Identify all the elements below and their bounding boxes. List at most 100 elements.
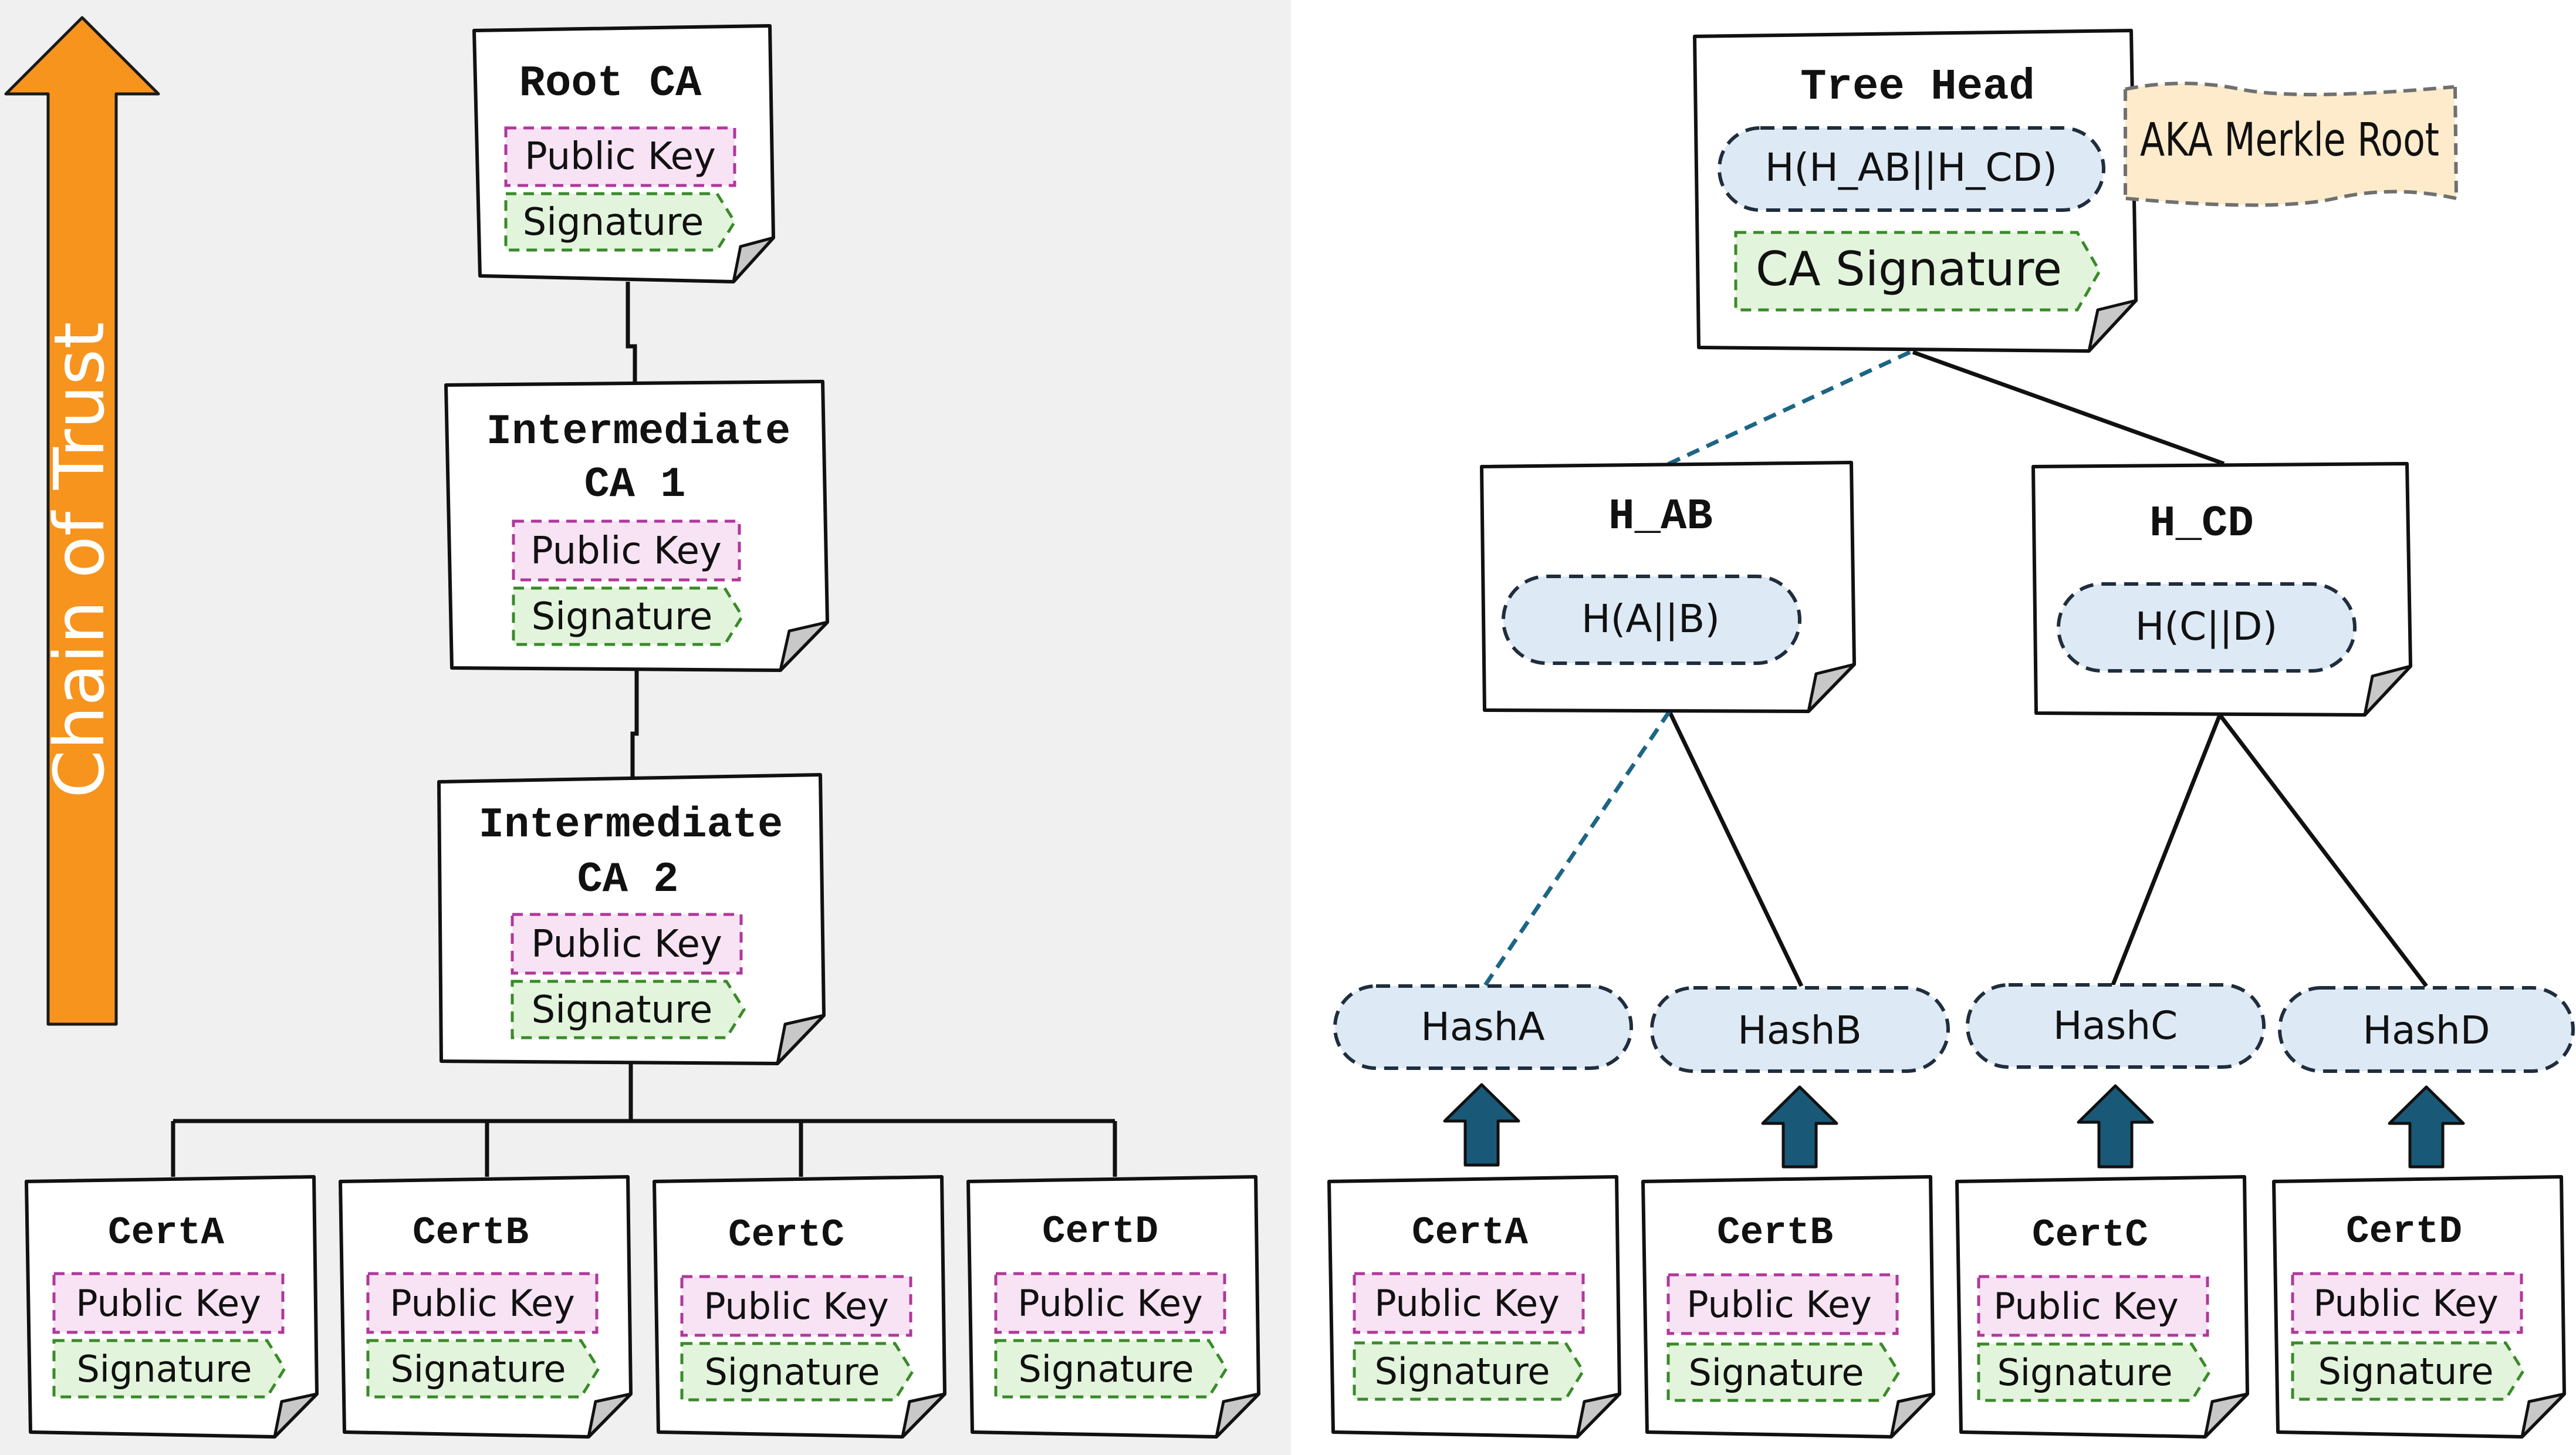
- intermediate-ca1-document: Intermediate CA 1 Public Key Signature: [444, 380, 829, 672]
- int1-public-key-box: [512, 519, 741, 582]
- merkle-edges: [1483, 350, 2428, 988]
- h-cd-hash: H(C||D): [2135, 604, 2278, 649]
- right-cert-d-key-box: [2291, 1272, 2523, 1334]
- right-cert-c-sig-box: [1977, 1342, 2211, 1402]
- right-cert-b: CertB Public Key Signature: [1641, 1175, 1935, 1439]
- left-cert-c-sig-box: [680, 1342, 914, 1402]
- right-cert-c-key-box: [1977, 1275, 2209, 1337]
- left-cert-b-title: CertB: [413, 1211, 529, 1255]
- tree-head-hash-pill: [1718, 126, 2105, 212]
- left-cert-b-key: Public Key: [390, 1282, 575, 1325]
- left-cert-b-sig: Signature: [390, 1348, 566, 1390]
- leaf-hash-d: HashD: [2278, 986, 2575, 1073]
- int2-title-line1: Intermediate: [479, 801, 783, 849]
- left-cert-c-sig: Signature: [704, 1351, 880, 1393]
- leaf-hash-b-label: HashB: [1737, 1008, 1862, 1053]
- leaf-hash-c-label: HashC: [2053, 1003, 2178, 1048]
- right-cert-a-title: CertA: [1412, 1211, 1528, 1255]
- left-cert-b-key-box: [366, 1272, 599, 1334]
- leaf-hash-c: HashC: [1966, 983, 2266, 1069]
- right-cert-d-key: Public Key: [2313, 1282, 2499, 1325]
- right-cert-b-sig-box: [1666, 1342, 1901, 1402]
- left-cert-a-sig-box: [52, 1339, 286, 1399]
- right-cert-a-key-box: [1353, 1272, 1585, 1334]
- right-cert-c-key: Public Key: [1993, 1285, 2179, 1328]
- hierarchy-connectors: [171, 282, 1117, 1177]
- int1-signature: Signature: [532, 595, 713, 639]
- right-cert-b-key: Public Key: [1686, 1283, 1872, 1326]
- int2-signature: Signature: [532, 988, 713, 1032]
- aka-merkle-root-note: AKA Merkle Root: [2124, 82, 2458, 207]
- int2-signature-box: [511, 980, 746, 1039]
- tree-head-document: Tree Head H(H_AB||H_CD) CA Signature: [1693, 29, 2138, 353]
- left-cert-d-sig-box: [994, 1339, 1228, 1399]
- h-cd-document: H_CD H(C||D): [2031, 462, 2412, 717]
- root-public-key-box: [504, 126, 736, 187]
- root-ca-document: Root CA Public Key Signature: [472, 24, 775, 283]
- leaf-hash-b: HashB: [1650, 986, 1950, 1073]
- intermediate-ca2-document: Intermediate CA 2 Public Key Signature: [437, 773, 826, 1065]
- left-cert-b-sig-box: [366, 1339, 600, 1399]
- int2-public-key: Public Key: [531, 923, 722, 966]
- root-public-key: Public Key: [525, 135, 716, 178]
- h-ab-title: H_AB: [1608, 492, 1713, 542]
- h-cd-hash-pill: [2057, 582, 2357, 673]
- right-cert-d: CertD Public Key Signature: [2272, 1175, 2566, 1439]
- tree-head-hash: H(H_AB||H_CD): [1765, 145, 2057, 190]
- left-cert-a-key: Public Key: [76, 1282, 261, 1325]
- leaf-hash-a: HashA: [1333, 984, 1633, 1070]
- int2-title-line2: CA 2: [577, 856, 679, 904]
- left-cert-d-key-box: [994, 1272, 1226, 1334]
- left-cert-a-key-box: [52, 1272, 285, 1334]
- up-arrow-c: [2077, 1084, 2154, 1169]
- aka-merkle-root-text: AKA Merkle Root: [2140, 114, 2439, 167]
- int1-signature-box: [512, 586, 744, 646]
- int1-title-line2: CA 1: [584, 461, 686, 509]
- tree-head-signature-box: [1734, 231, 2101, 312]
- left-cert-c-key: Public Key: [704, 1285, 889, 1328]
- right-cert-a-sig: Signature: [1374, 1350, 1550, 1393]
- int1-public-key: Public Key: [530, 529, 722, 573]
- right-cert-d-sig: Signature: [2318, 1350, 2493, 1393]
- right-cert-d-title: CertD: [2346, 1210, 2462, 1254]
- left-cert-d: CertD Public Key Signature: [966, 1175, 1260, 1439]
- tree-head-signature: CA Signature: [1756, 242, 2062, 296]
- left-cert-b: CertB Public Key Signature: [339, 1175, 633, 1439]
- right-cert-d-sig-box: [2291, 1341, 2525, 1401]
- left-cert-d-sig: Signature: [1018, 1348, 1194, 1390]
- h-ab-document: H_AB H(A||B): [1480, 461, 1856, 713]
- h-ab-hash-pill: [1502, 575, 1801, 665]
- left-cert-d-title: CertD: [1042, 1210, 1158, 1254]
- int1-title-line1: Intermediate: [486, 408, 790, 456]
- right-cert-c-title: CertC: [2032, 1213, 2148, 1257]
- left-cert-d-key: Public Key: [1017, 1282, 1203, 1325]
- right-cert-c: CertC Public Key Signature: [1955, 1175, 2249, 1439]
- right-cert-b-sig: Signature: [1688, 1351, 1864, 1394]
- left-cert-c-key-box: [680, 1275, 912, 1337]
- right-cert-b-title: CertB: [1717, 1211, 1833, 1255]
- right-cert-a: CertA Public Key Signature: [1327, 1175, 1621, 1439]
- up-arrow-a: [1443, 1083, 1520, 1167]
- right-cert-c-sig: Signature: [1997, 1351, 2172, 1394]
- right-cert-b-key-box: [1666, 1273, 1899, 1335]
- tree-head-title: Tree Head: [1800, 63, 2035, 112]
- left-cert-a-title: CertA: [108, 1211, 224, 1255]
- leaf-hash-d-label: HashD: [2362, 1008, 2490, 1053]
- right-cert-a-key: Public Key: [1374, 1282, 1560, 1325]
- chain-of-trust-arrow: Chain of Trust: [4, 16, 160, 1026]
- up-arrow-d: [2388, 1085, 2465, 1169]
- chain-of-trust-label: Chain of Trust: [39, 322, 120, 798]
- right-cert-a-sig-box: [1353, 1341, 1585, 1401]
- root-ca-title: Root CA: [519, 59, 702, 109]
- left-cert-a: CertA Public Key Signature: [25, 1175, 319, 1439]
- h-cd-title: H_CD: [2149, 499, 2254, 549]
- int2-public-key-box: [511, 913, 743, 975]
- h-ab-hash: H(A||B): [1581, 596, 1720, 642]
- left-cert-a-sig: Signature: [76, 1348, 252, 1390]
- left-cert-c: CertC Public Key Signature: [653, 1175, 946, 1439]
- root-signature-box: [504, 192, 736, 252]
- leaf-hash-a-label: HashA: [1421, 1004, 1544, 1049]
- left-cert-c-title: CertC: [728, 1213, 844, 1257]
- root-signature: Signature: [523, 201, 704, 244]
